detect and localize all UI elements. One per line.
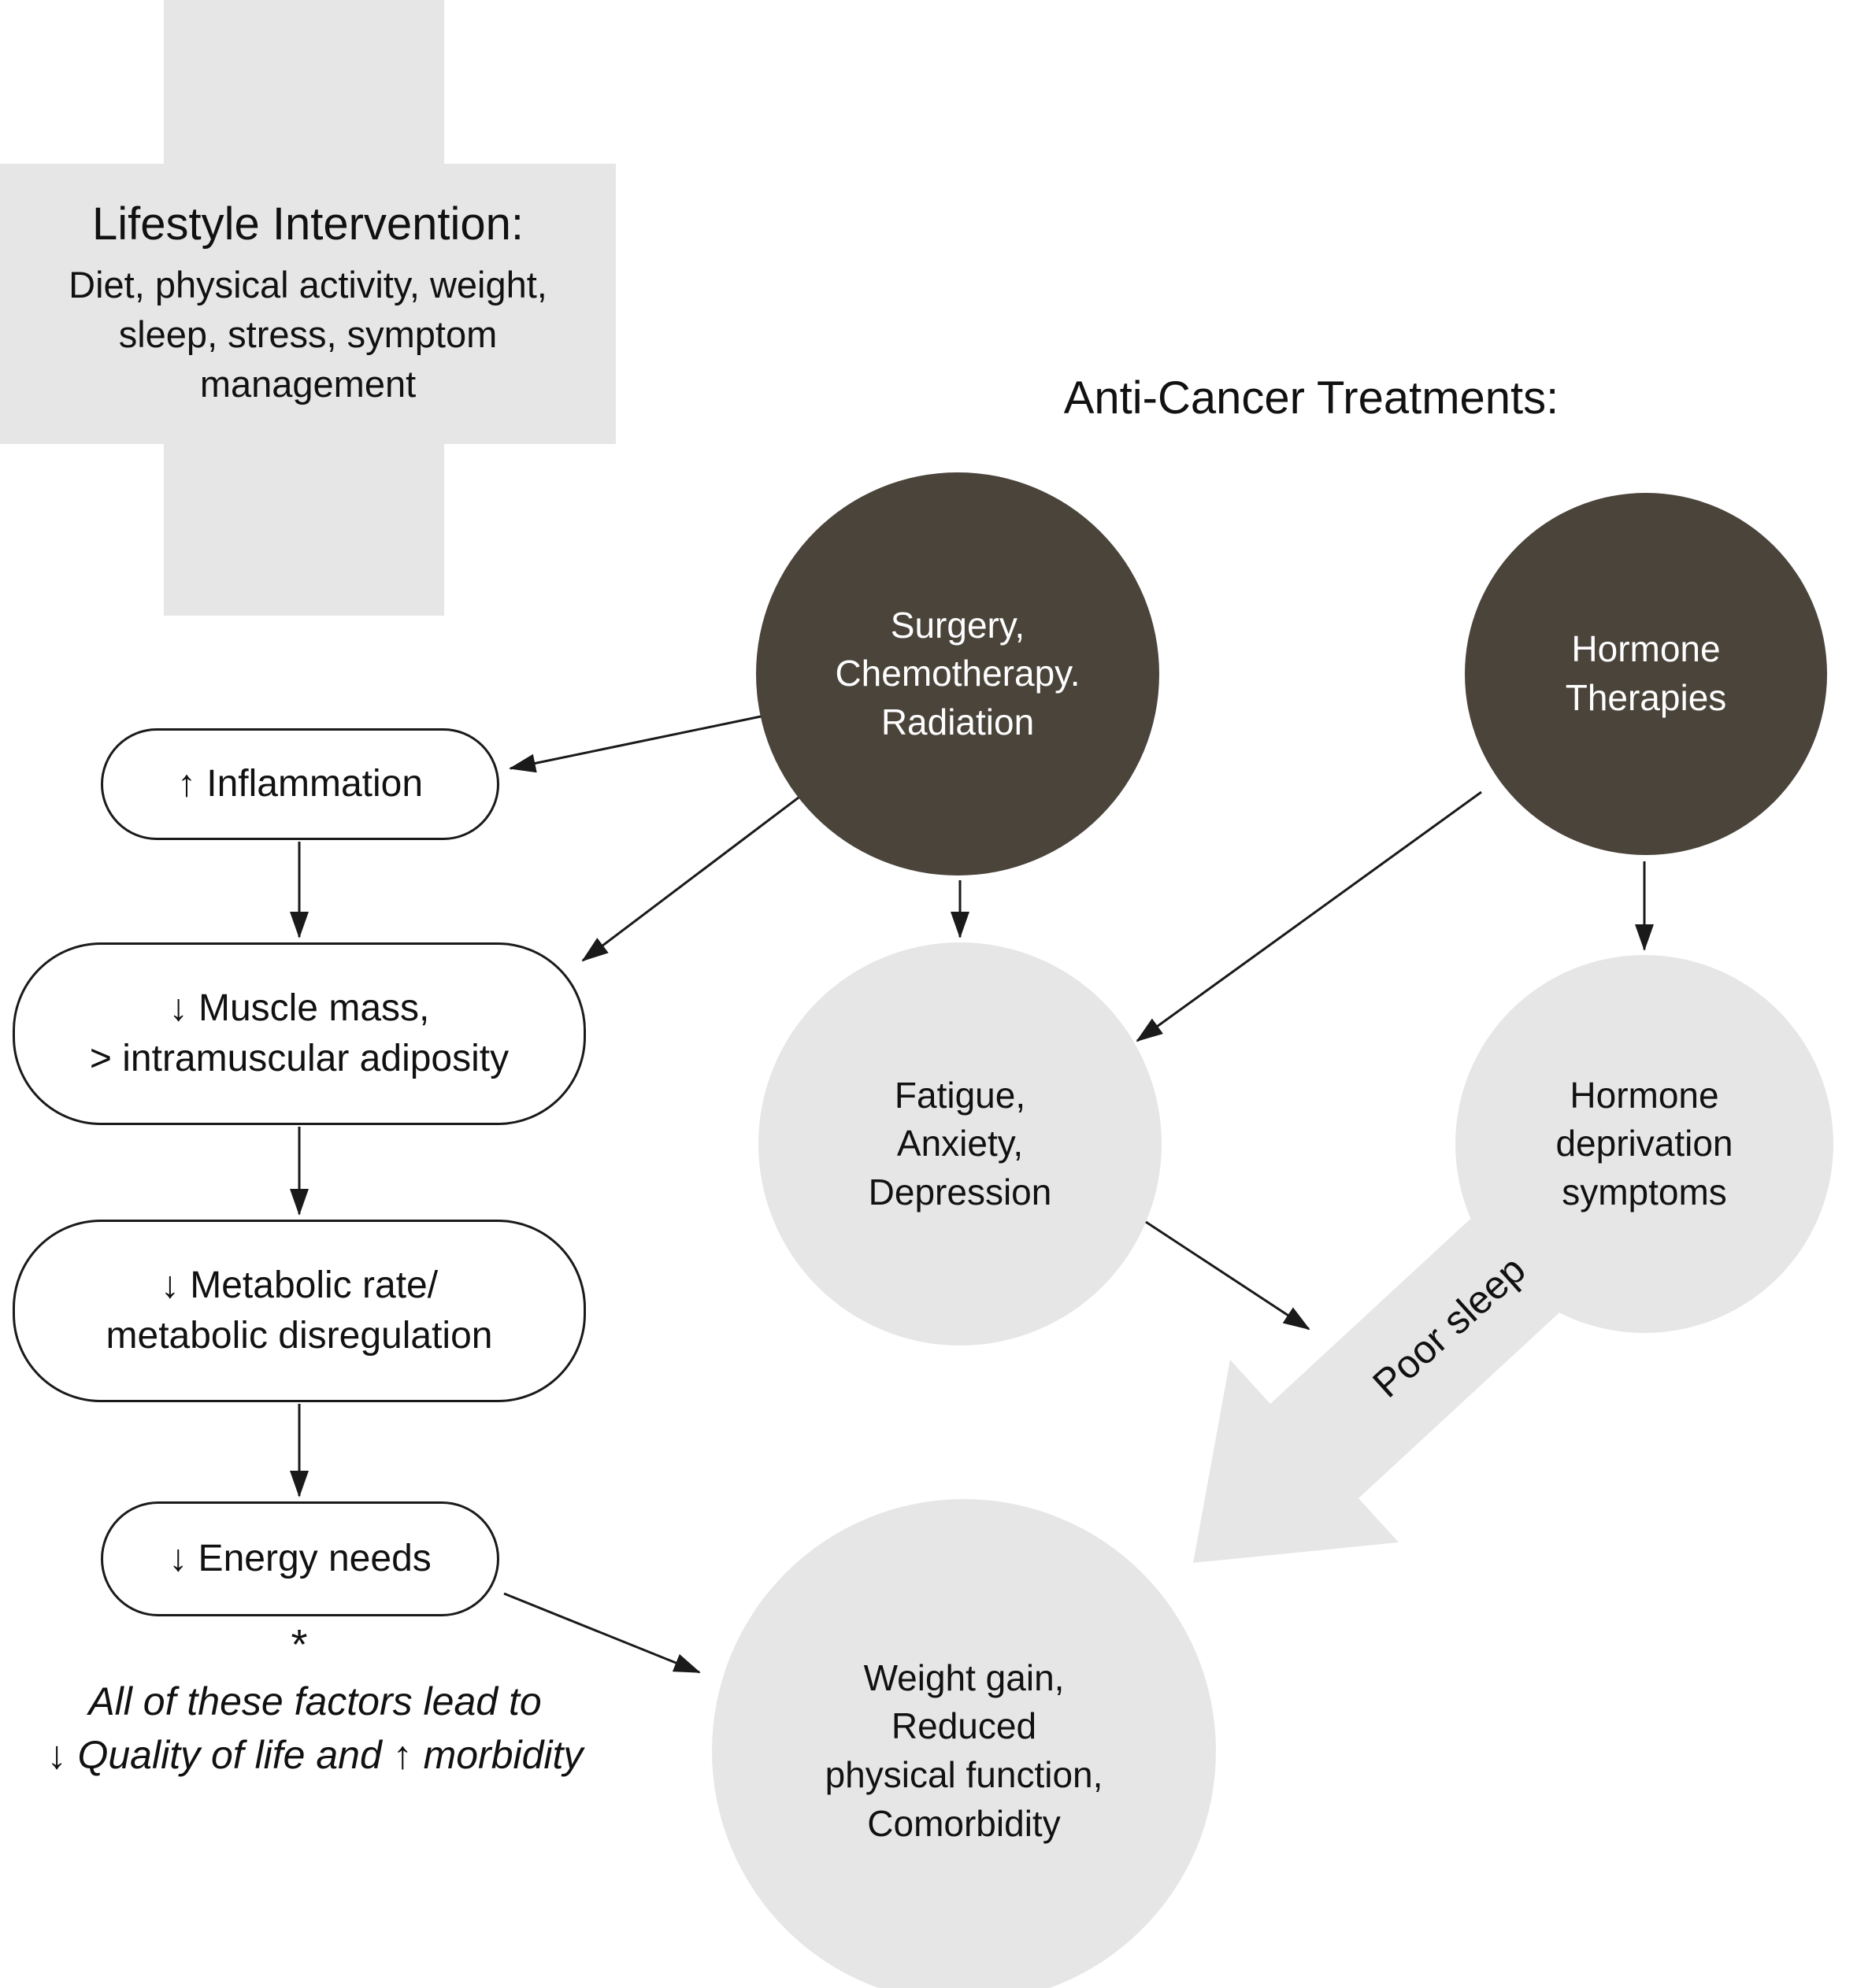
node-inflammation: ↑ Inflammation [101,728,499,840]
node-weight-gain-outcomes: Weight gain, Reduced physical function, … [712,1499,1216,1988]
node-fatigue-anxiety-depression: Fatigue, Anxiety, Depression [758,942,1162,1346]
footnote: All of these factors lead to ↓ Quality o… [0,1675,630,1782]
lifestyle-cross-shape-horizontal [0,164,616,444]
node-hormone-therapies: Hormone Therapies [1465,493,1827,855]
node-metabolic-rate: ↓ Metabolic rate/ metabolic disregulatio… [13,1220,586,1402]
footnote-line1: All of these factors lead to [88,1679,542,1723]
node-energy-needs: ↓ Energy needs [101,1501,499,1616]
node-muscle-mass: ↓ Muscle mass, > intramuscular adiposity [13,942,586,1125]
node-surgery-chemo-radiation: Surgery, Chemotherapy. Radiation [756,472,1159,876]
anti-cancer-treatments-heading: Anti-Cancer Treatments: [1063,372,1559,424]
lifestyle-title: Lifestyle Intervention: [91,198,524,250]
footnote-line2: ↓ Quality of life and ↑ morbidity [46,1732,584,1777]
arrow-surgery-to-inflammation [509,715,762,773]
arrow-fatigue-to-poor-sleep [1145,1220,1310,1331]
lifestyle-intervention-block: Lifestyle Intervention: Diet, physical a… [0,197,616,409]
arrow-surgery-to-muscle-mass [581,796,799,962]
lifestyle-subtitle: Diet, physical activity, weight, sleep, … [69,263,547,405]
node-hormone-deprivation-symptoms: Hormone deprivation symptoms [1455,955,1833,1333]
footnote-asterisk: * [291,1621,308,1668]
arrow-hormone-to-fatigue [1136,790,1482,1042]
poor-sleep-label: Poor sleep [1364,1247,1534,1406]
